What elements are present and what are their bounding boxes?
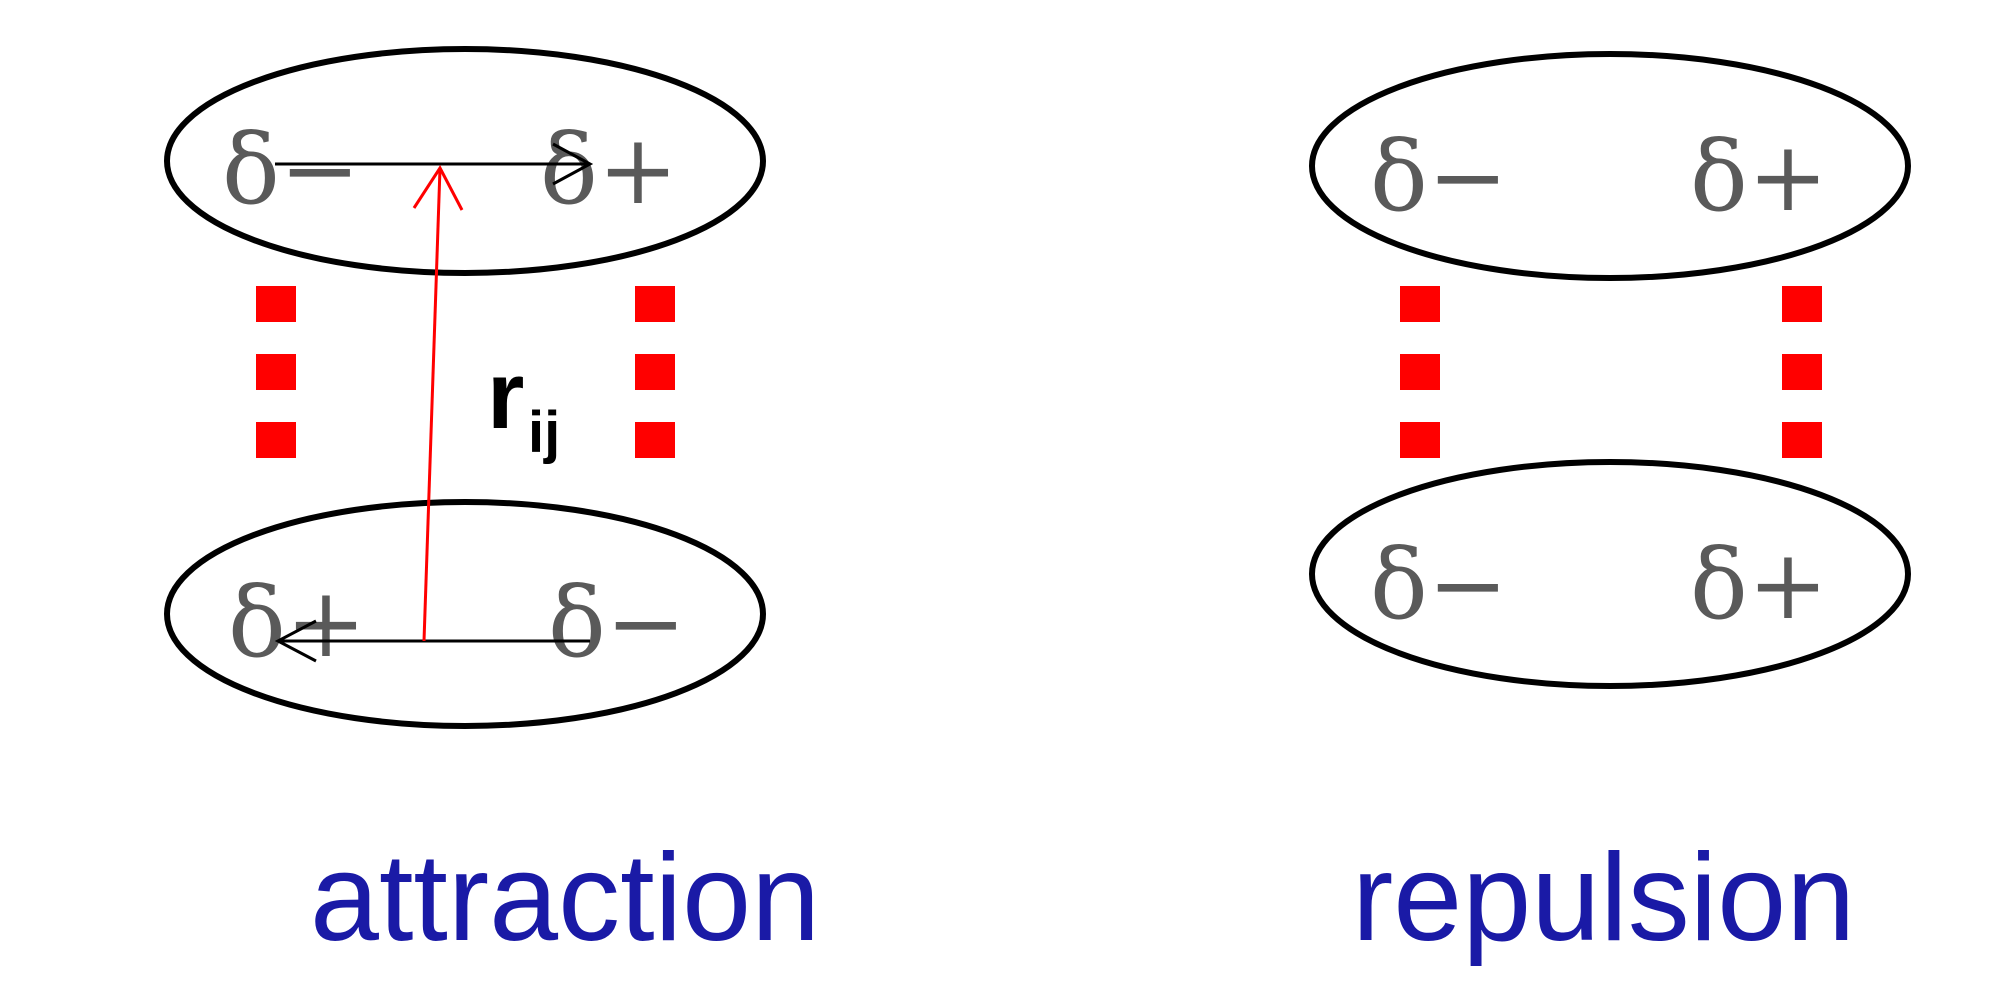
attraction-top-left-charge: δ− xyxy=(222,114,360,226)
dash-segment xyxy=(635,354,675,390)
attraction-bottom-ellipse xyxy=(164,499,766,729)
attraction-bottom-molecule: δ+ δ− xyxy=(164,499,766,729)
attraction-bottom-arrowhead-icon xyxy=(274,619,317,663)
attraction-left-dashed-link xyxy=(256,286,296,458)
attraction-right-dashed-link xyxy=(635,286,675,458)
repulsion-bottom-ellipse xyxy=(1309,459,1911,689)
dash-segment xyxy=(256,354,296,390)
attraction-panel: δ− δ+ δ+ δ− r ij xyxy=(164,46,820,967)
attraction-caption: attraction xyxy=(310,829,820,967)
attraction-top-arrowhead-icon xyxy=(552,142,594,186)
repulsion-left-dashed-link xyxy=(1400,286,1440,458)
repulsion-top-left-charge: δ− xyxy=(1370,121,1508,233)
dash-segment xyxy=(1782,286,1822,322)
distance-label: r ij xyxy=(487,342,560,465)
dash-segment xyxy=(1782,422,1822,458)
repulsion-top-molecule: δ− δ+ xyxy=(1309,51,1911,281)
repulsion-right-dashed-link xyxy=(1782,286,1822,458)
attraction-top-molecule: δ− δ+ xyxy=(164,46,766,276)
distance-vector xyxy=(422,167,442,642)
attraction-top-right-charge: δ+ xyxy=(540,114,678,226)
attraction-bottom-left-charge: δ+ xyxy=(228,567,366,679)
repulsion-bottom-molecule: δ− δ+ xyxy=(1309,459,1911,689)
dash-segment xyxy=(256,422,296,458)
attraction-top-ellipse xyxy=(164,46,766,276)
repulsion-bottom-right-charge: δ+ xyxy=(1690,529,1828,641)
dash-segment xyxy=(635,286,675,322)
repulsion-bottom-left-charge: δ− xyxy=(1370,529,1508,641)
dash-segment xyxy=(1400,286,1440,322)
attraction-bottom-right-charge: δ− xyxy=(548,567,686,679)
distance-vector-arrowhead-icon xyxy=(412,165,464,211)
dash-segment xyxy=(256,286,296,322)
repulsion-panel: δ− δ+ δ− δ+ repulsion xyxy=(1309,51,1911,967)
distance-label-subscript: ij xyxy=(528,400,560,465)
repulsion-top-ellipse xyxy=(1309,51,1911,281)
repulsion-top-right-charge: δ+ xyxy=(1690,121,1828,233)
dash-segment xyxy=(1400,354,1440,390)
dash-segment xyxy=(1782,354,1822,390)
dash-segment xyxy=(635,422,675,458)
dash-segment xyxy=(1400,422,1440,458)
distance-label-main: r xyxy=(487,342,524,449)
repulsion-caption: repulsion xyxy=(1352,829,1855,967)
